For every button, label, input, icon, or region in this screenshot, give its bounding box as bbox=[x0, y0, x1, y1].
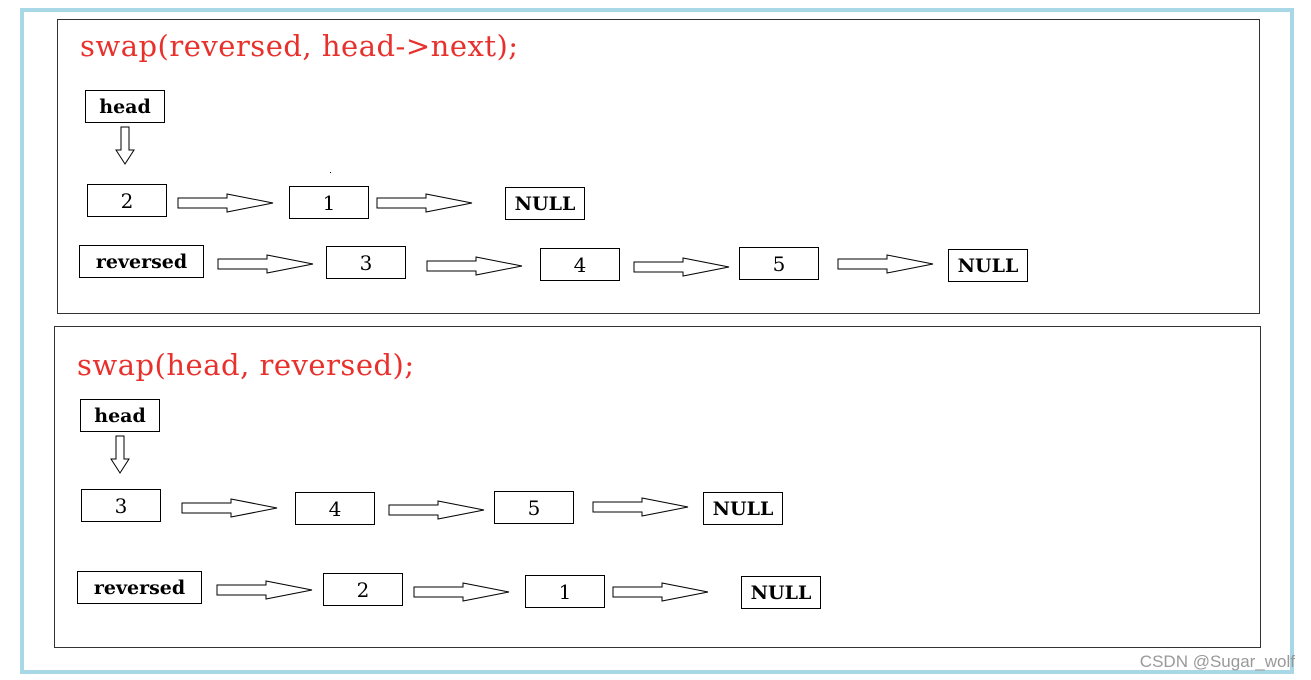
node-top-r1-0: 2 bbox=[87, 184, 167, 217]
head-pointer-bottom: head bbox=[80, 399, 160, 432]
head-pointer-top: head bbox=[85, 90, 165, 123]
arrow-top-r1-1 bbox=[376, 193, 473, 213]
down-arrow-bottom bbox=[110, 435, 130, 474]
arrow-top-r2-3 bbox=[837, 254, 934, 274]
node-top-r1-1: 1 bbox=[289, 186, 369, 219]
node-bottom-r2-null: NULL bbox=[741, 576, 821, 609]
arrow-bottom-r1-1 bbox=[388, 500, 485, 520]
arrow-bottom-r1-0 bbox=[181, 498, 278, 518]
code-line-top: swap(reversed, head->next); bbox=[80, 29, 519, 63]
node-top-r2-2: 5 bbox=[739, 247, 819, 280]
node-bottom-r2-1: 1 bbox=[525, 575, 605, 608]
node-top-r2-0: 3 bbox=[326, 246, 406, 279]
arrow-top-r2-1 bbox=[426, 256, 523, 276]
reversed-pointer-top: reversed bbox=[79, 245, 204, 278]
reversed-pointer-bottom: reversed bbox=[77, 571, 202, 604]
arrow-top-r2-2 bbox=[633, 257, 730, 277]
watermark: CSDN @Sugar_wolf bbox=[1139, 652, 1295, 671]
node-top-r2-1: 4 bbox=[540, 248, 620, 281]
code-line-bottom: swap(head, reversed); bbox=[77, 348, 415, 382]
arrow-bottom-r2-1 bbox=[413, 582, 510, 602]
arrow-top-r1-0 bbox=[177, 193, 274, 213]
node-bottom-r1-null: NULL bbox=[703, 492, 783, 525]
arrow-top-r2-0 bbox=[217, 254, 314, 274]
node-bottom-r2-0: 2 bbox=[323, 573, 403, 606]
outer-frame bbox=[20, 8, 1294, 674]
arrow-bottom-r2-0 bbox=[216, 580, 313, 600]
node-bottom-r1-2: 5 bbox=[494, 491, 574, 524]
stray-dot bbox=[330, 172, 331, 173]
down-arrow-top bbox=[115, 126, 135, 165]
arrow-bottom-r2-2 bbox=[612, 582, 709, 602]
node-top-r2-null: NULL bbox=[948, 249, 1028, 282]
node-bottom-r1-0: 3 bbox=[81, 489, 161, 522]
node-top-r1-null: NULL bbox=[505, 187, 585, 220]
arrow-bottom-r1-2 bbox=[592, 497, 689, 517]
node-bottom-r1-1: 4 bbox=[295, 492, 375, 525]
